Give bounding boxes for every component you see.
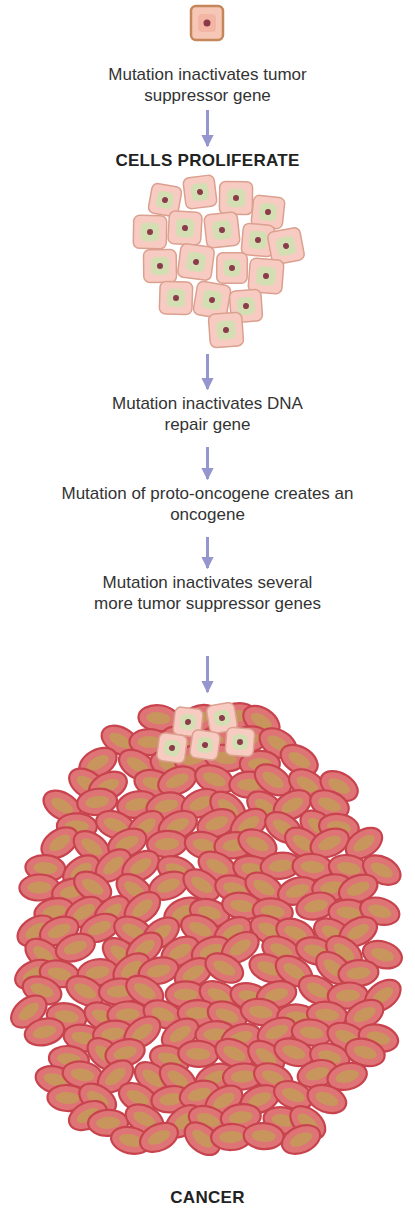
step-text: Mutation of proto-oncogene creates an on… (39, 483, 377, 525)
normal-cell (133, 215, 167, 249)
cancer-mass (5, 699, 406, 1161)
stage-label: CELLS PROLIFERATE (111, 150, 303, 171)
normal-cell (143, 249, 176, 282)
normal-cell (183, 175, 218, 210)
stage-heading: CANCER (4, 696, 411, 1208)
normal-cell (219, 181, 252, 214)
step-text: Mutation inactivates DNA repair gene (89, 393, 327, 435)
proliferating-cells (133, 175, 305, 348)
step-text: Mutation inactivates tumor suppressor ge… (89, 64, 327, 106)
cancer-cell (22, 1015, 67, 1050)
normal-cell (204, 212, 241, 249)
normal-cell (208, 312, 244, 348)
flow-arrow (206, 537, 209, 568)
stage-heading: CELLS PROLIFERATE (4, 150, 411, 350)
cancer-cell (135, 1117, 182, 1158)
normal-cell (217, 253, 248, 284)
normal-cell (156, 732, 188, 764)
stage-step: Mutation inactivates tumor suppressor ge… (4, 4, 411, 106)
stage-step: Mutation of proto-oncogene creates an on… (4, 483, 411, 533)
stage-label: CANCER (166, 1187, 249, 1208)
normal-cell (225, 727, 255, 757)
step-text: Mutation inactivates several more tumor … (89, 572, 327, 614)
stage-step: Mutation inactivates DNA repair gene (4, 393, 411, 443)
cancer-cell (243, 1122, 284, 1150)
normal-cell (159, 281, 193, 315)
stage-step: Mutation inactivates several more tumor … (4, 572, 411, 652)
flow-arrow (206, 447, 209, 479)
flow-arrow (206, 656, 209, 692)
normal-cell (177, 243, 215, 281)
flow-arrow (206, 354, 209, 389)
cancer-cell (278, 1120, 325, 1160)
normal-cell (168, 211, 203, 246)
single-cell (191, 6, 223, 40)
flow-arrow (206, 110, 209, 146)
normal-cell (189, 729, 221, 761)
normal-cell (248, 258, 284, 294)
